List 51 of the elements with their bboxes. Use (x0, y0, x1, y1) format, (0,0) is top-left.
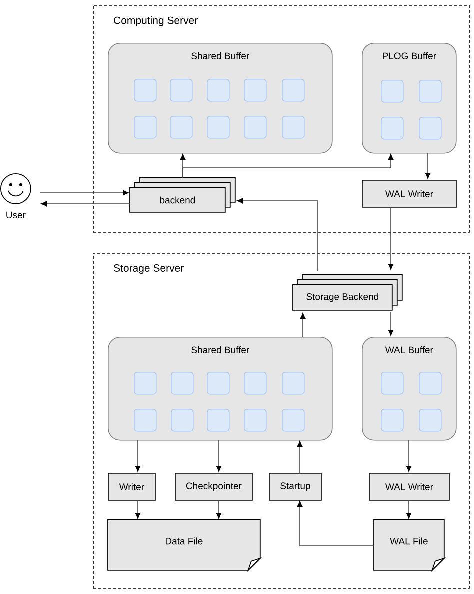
arrow (388, 312, 394, 336)
arrow (237, 198, 318, 272)
buffer-page (134, 372, 157, 395)
process-box: Startup (269, 473, 322, 501)
arrow (135, 440, 141, 472)
arrow (40, 190, 129, 196)
buffer-page (244, 372, 267, 395)
arrow (297, 441, 303, 474)
buffer-page (282, 79, 305, 102)
buffer-page (171, 372, 194, 395)
arrow (406, 440, 412, 472)
buffer-page (419, 409, 442, 432)
buffer-page (207, 79, 230, 102)
buffer-page (134, 79, 157, 102)
buffer-page (134, 409, 157, 432)
buffer-page (381, 80, 404, 103)
buffer-page (282, 409, 305, 432)
buffer-page (170, 79, 193, 102)
buffer-page (244, 116, 267, 139)
buffer-page (419, 80, 442, 103)
buffer-page (381, 409, 404, 432)
arrow (297, 501, 374, 546)
process-box: WAL Writer (362, 180, 457, 208)
buffer-page (170, 116, 193, 139)
arrow (406, 500, 412, 519)
arrow (388, 206, 394, 270)
arrow (216, 500, 222, 519)
arrow (41, 201, 130, 207)
arrow (425, 152, 431, 179)
process-box: WAL Writer (369, 473, 450, 501)
arrow (216, 440, 222, 472)
buffer-page (381, 372, 404, 395)
process-box: Checkpointer (175, 473, 253, 501)
process-stack: backend (130, 178, 236, 213)
buffer-page (207, 372, 230, 395)
buffer-page (207, 409, 230, 432)
process-stack: Storage Backend (292, 274, 403, 311)
buffer-page (244, 409, 267, 432)
buffer-page (419, 372, 442, 395)
buffer-page (381, 117, 404, 140)
buffer-page (171, 409, 194, 432)
arrow (300, 313, 306, 338)
buffer-page (282, 372, 305, 395)
arrow (135, 500, 141, 519)
buffer-page (134, 116, 157, 139)
buffer-page (207, 116, 230, 139)
process-box: Writer (108, 473, 156, 501)
buffer-page (244, 79, 267, 102)
arrow (182, 154, 394, 178)
buffer-page (419, 117, 442, 140)
buffer-page (282, 116, 305, 139)
